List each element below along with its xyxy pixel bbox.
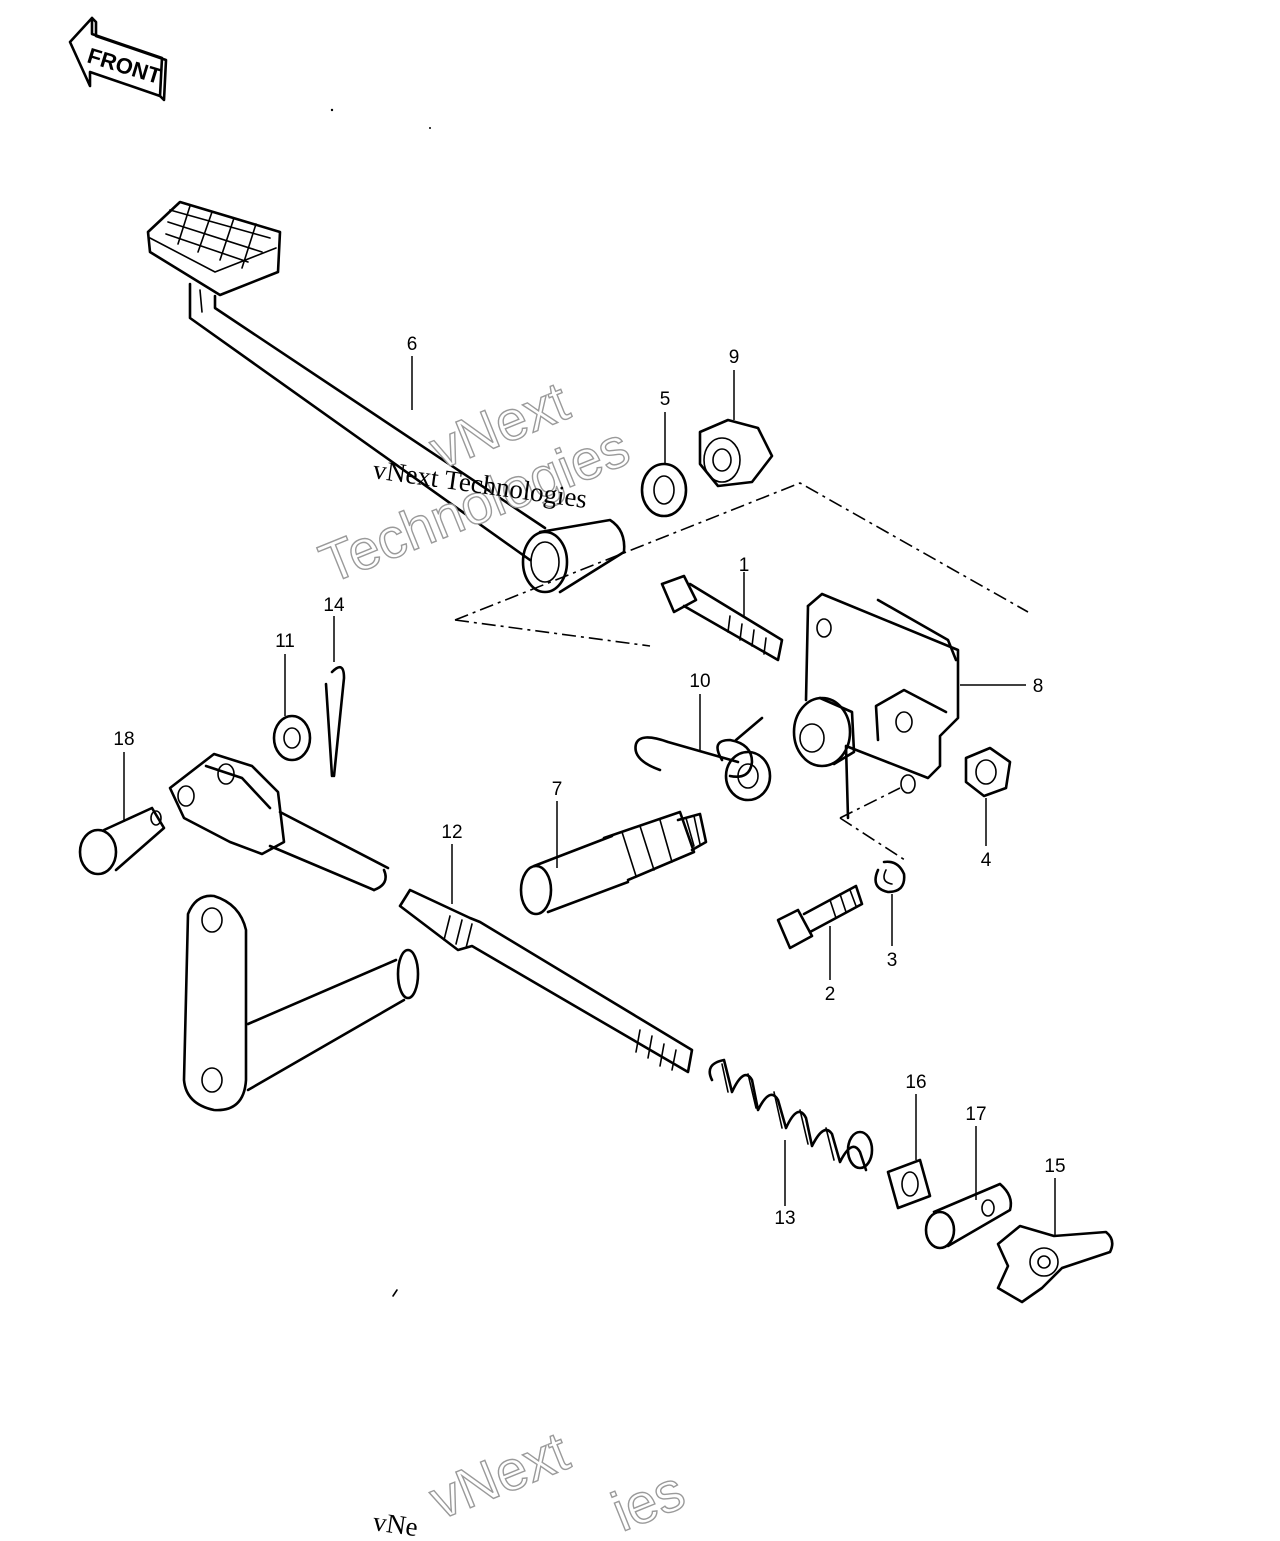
washer-part-16 (886, 1158, 932, 1210)
callout-2: 2 (825, 926, 836, 1005)
front-arrow-icon: FRONT (68, 16, 168, 102)
callout-15: 15 (1044, 1156, 1066, 1236)
watermark-bottom-line2: ies (603, 1458, 693, 1536)
callout-10: 10 (689, 671, 711, 750)
callout-3: 3 (887, 894, 898, 971)
callout-number: 2 (825, 984, 836, 1005)
callout-17: 17 (965, 1104, 987, 1200)
callout-12: 12 (441, 822, 463, 904)
nut-part-4 (964, 746, 1012, 798)
callout-number: 18 (113, 729, 134, 750)
callout-11: 11 (275, 631, 295, 716)
callout-number: 9 (729, 347, 740, 368)
callout-number: 7 (552, 779, 563, 800)
front-arrow-label: FRONT (85, 43, 165, 89)
assembly-guide-line-lower (839, 787, 909, 863)
callout-number: 13 (774, 1208, 795, 1229)
callout-number: 12 (441, 822, 462, 843)
watermark-top: vNext Technologies vNext Technologies (310, 368, 638, 596)
watermark-bottom-line1: vNext (421, 1419, 578, 1531)
scan-speck (429, 127, 431, 129)
trunnion-part-17 (924, 1182, 1013, 1250)
brake-rod-part-12 (398, 888, 694, 1074)
brake-pedal-part (146, 200, 626, 594)
callout-number: 17 (965, 1104, 986, 1125)
callout-6: 6 (407, 334, 418, 410)
clevis-part (168, 752, 390, 892)
callout-1: 1 (739, 555, 750, 616)
callout-number: 8 (1033, 676, 1044, 697)
wing-nut-part-15 (996, 1224, 1114, 1304)
callout-number: 10 (689, 671, 710, 692)
pivot-shaft-part-7 (519, 810, 708, 916)
callout-8: 8 (960, 676, 1043, 697)
scan-speck (330, 108, 334, 112)
callout-number: 15 (1044, 1156, 1065, 1177)
callout-number: 5 (660, 389, 671, 410)
assembly-guide-line (454, 482, 1029, 647)
cotter-pin-part-14 (324, 665, 346, 778)
callout-number: 4 (981, 850, 992, 871)
watermark-bottom: vNext ies vNe (371, 1418, 693, 1541)
clevis-pin-part-18 (78, 806, 166, 876)
callout-number: 1 (739, 555, 750, 576)
bolt-part-1 (660, 574, 784, 662)
callout-7: 7 (552, 779, 563, 868)
callout-5: 5 (660, 389, 671, 464)
scan-speck (392, 1289, 398, 1297)
callout-14: 14 (323, 595, 345, 662)
return-spring-part-10 (634, 716, 772, 802)
callout-13: 13 (774, 1140, 796, 1229)
callout-number: 11 (275, 631, 295, 652)
callout-number: 14 (323, 595, 345, 616)
compression-spring-part-13 (708, 1058, 874, 1172)
callout-16: 16 (905, 1072, 927, 1160)
washer-part-5 (640, 462, 688, 518)
bolt-part-2 (776, 884, 864, 950)
callout-number: 6 (407, 334, 418, 355)
watermark-bottom-serif: vNe (371, 1506, 420, 1536)
callout-number: 3 (887, 950, 898, 971)
cap-nut-part-9 (698, 418, 774, 488)
callout-18: 18 (113, 729, 135, 822)
brake-arm-part (182, 894, 420, 1112)
callout-4: 4 (981, 798, 992, 871)
washer-part-11 (272, 714, 312, 762)
bracket-part-8 (792, 592, 960, 820)
callout-number: 16 (905, 1072, 926, 1093)
callout-9: 9 (729, 347, 740, 420)
lock-washer-part-3 (874, 860, 906, 894)
